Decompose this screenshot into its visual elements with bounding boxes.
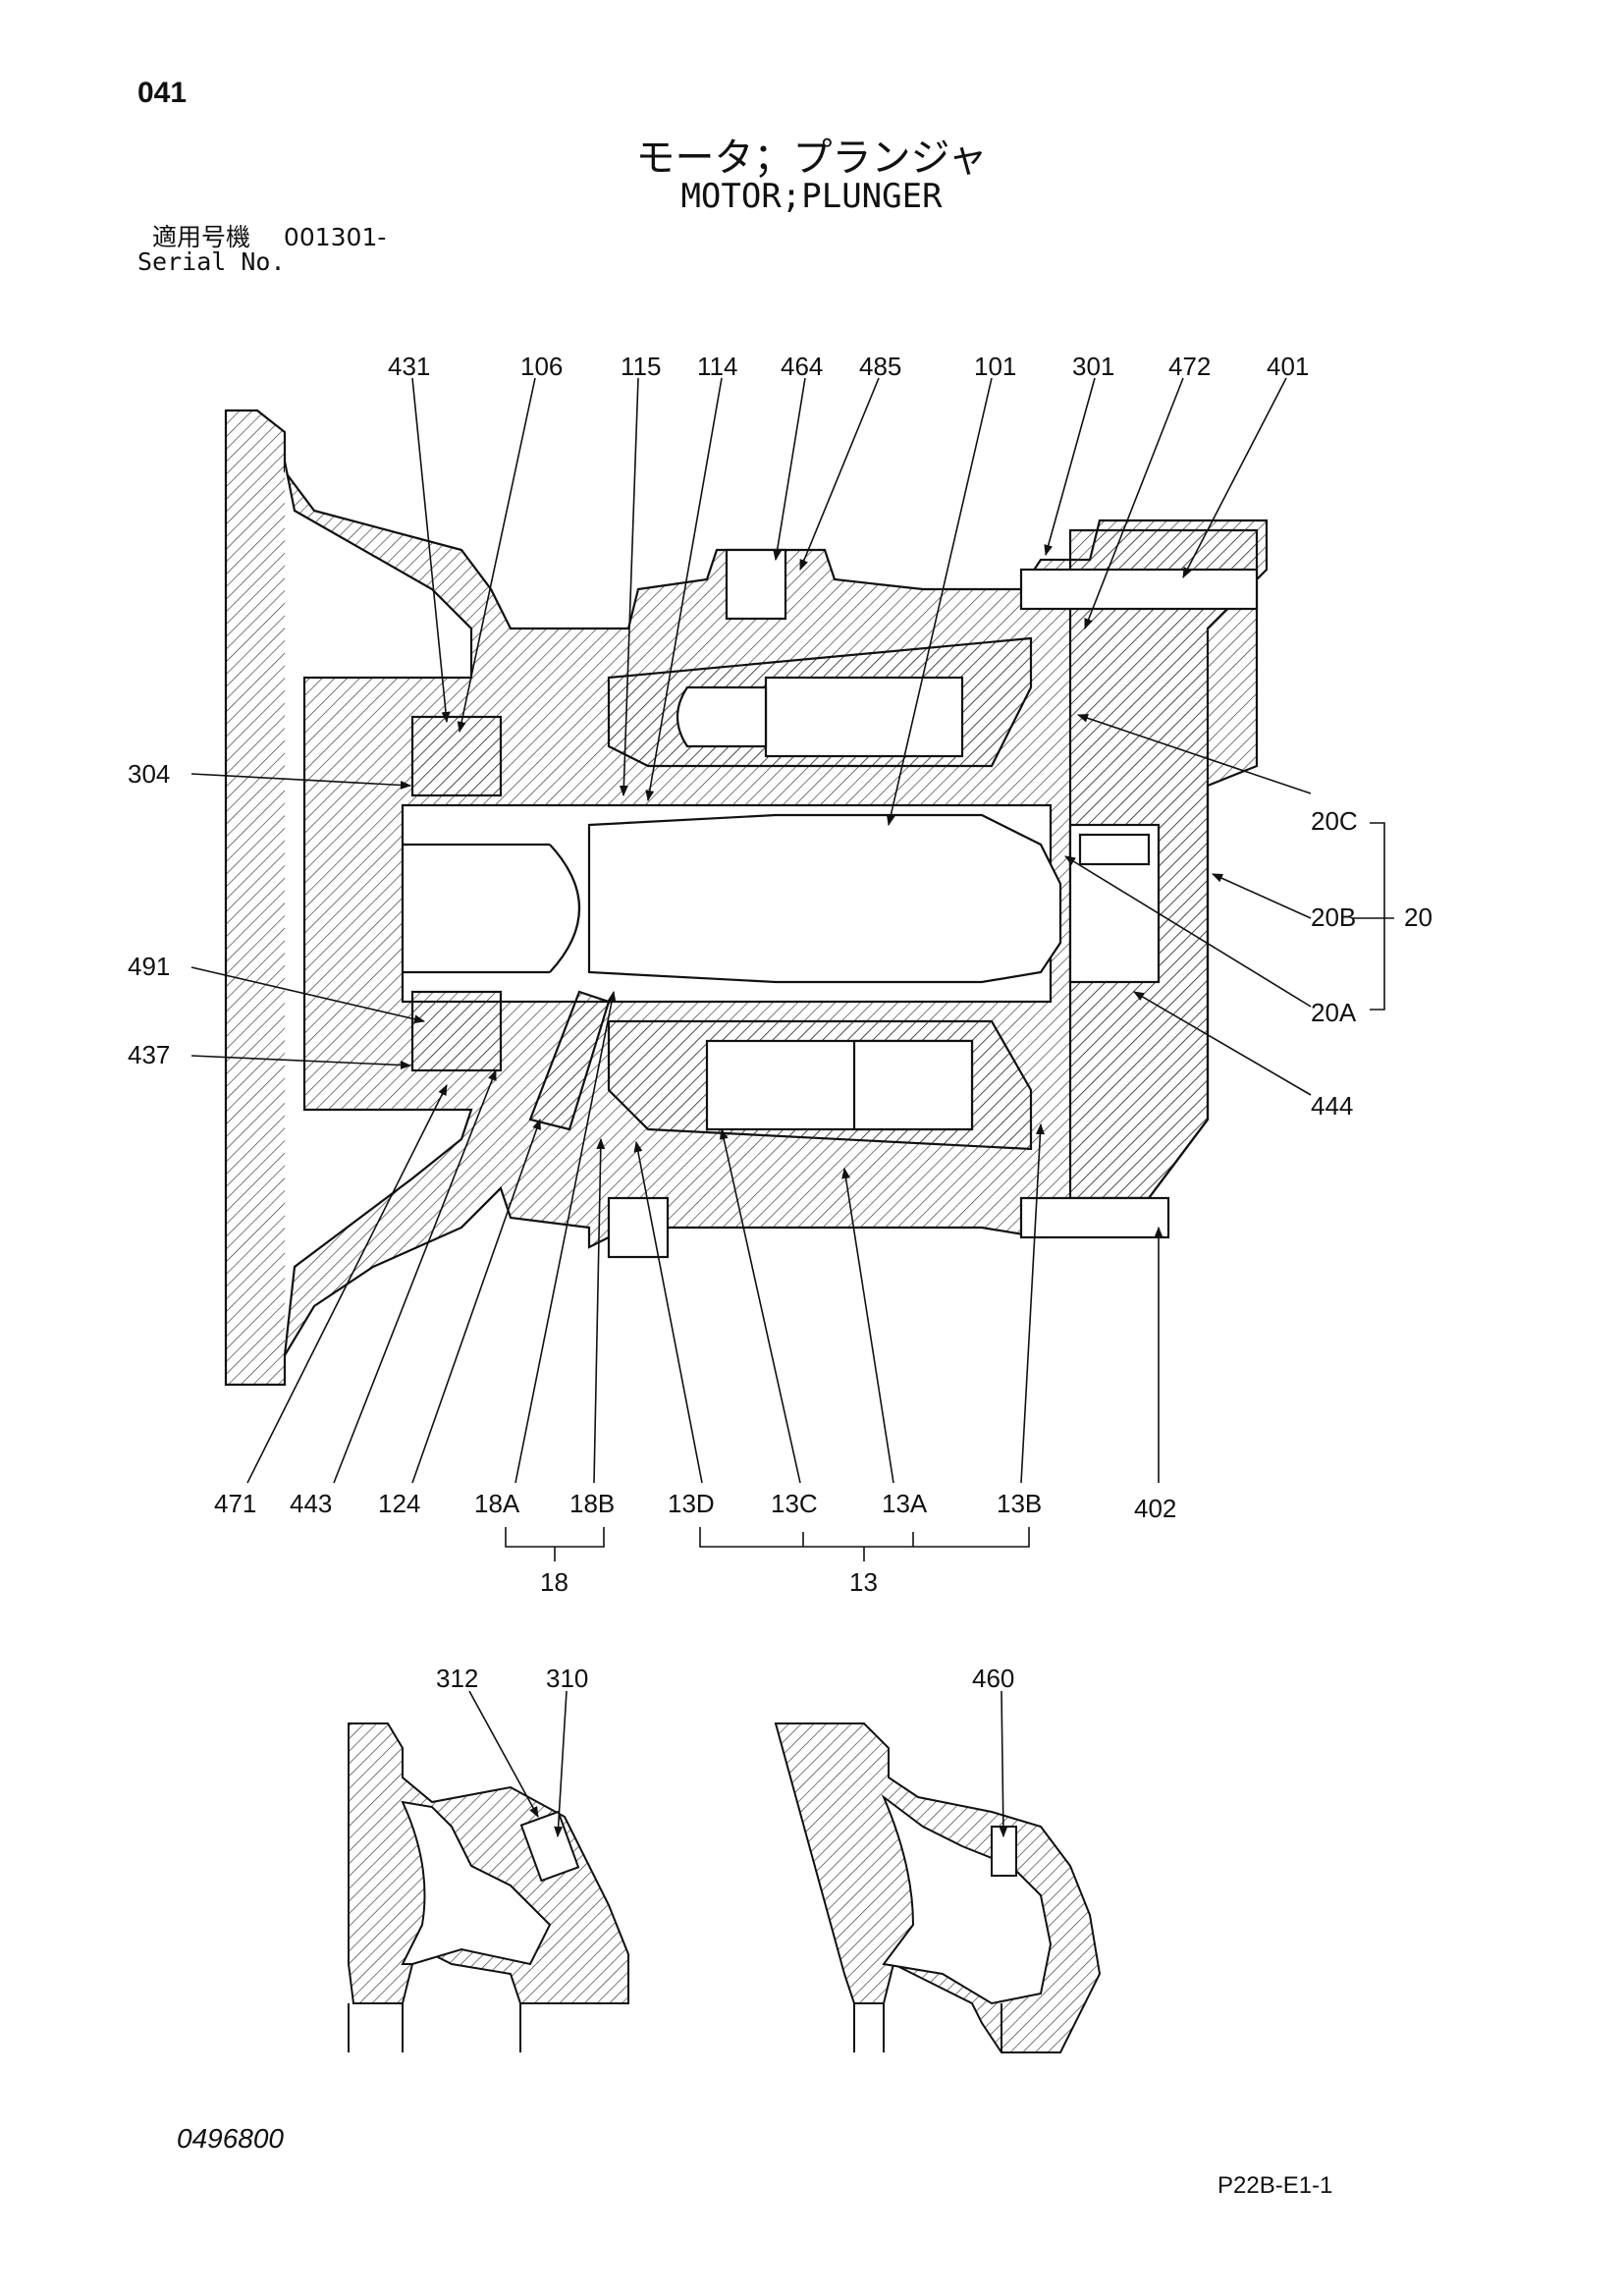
sheet-code: P22B-E1-1 xyxy=(1217,2172,1333,2199)
detail-1-plug xyxy=(519,1810,580,1883)
callout-13d: 13D xyxy=(668,1489,715,1518)
callout-401: 401 xyxy=(1267,352,1309,381)
bearing-lower xyxy=(410,990,503,1072)
leader-lines xyxy=(190,377,1312,1484)
bearing-upper xyxy=(410,715,503,797)
callout-20a: 20A xyxy=(1311,998,1357,1027)
bracket-20 xyxy=(1353,822,1394,1011)
detail-view-2 xyxy=(774,1690,1102,2053)
serial-label-jp-text: 適用号機 xyxy=(152,223,251,251)
callout-group-18: 18 xyxy=(540,1567,568,1597)
bolt-401 xyxy=(1019,568,1259,611)
serial-label-english: Serial No. xyxy=(137,247,286,276)
callout-101: 101 xyxy=(974,352,1016,381)
callout-491: 491 xyxy=(128,952,170,981)
group-brackets xyxy=(505,822,1394,1561)
title-english: MOTOR;PLUNGER xyxy=(680,177,943,216)
plug-464 xyxy=(725,548,787,621)
callout-437: 437 xyxy=(128,1040,170,1069)
callout-18b: 18B xyxy=(569,1489,615,1518)
bolt-402 xyxy=(1019,1196,1170,1239)
callout-304: 304 xyxy=(128,759,170,789)
document-number: 0496800 xyxy=(177,2123,285,2154)
callout-13a: 13A xyxy=(882,1489,928,1518)
plug-lower xyxy=(607,1196,670,1259)
piston-upper-shoe xyxy=(676,685,768,748)
bracket-13 xyxy=(699,1527,1030,1561)
main-sectional-view xyxy=(224,409,1269,1387)
callout-106: 106 xyxy=(520,352,563,381)
bracket-18 xyxy=(505,1527,605,1561)
callout-431: 431 xyxy=(388,352,430,381)
callout-444: 444 xyxy=(1311,1091,1353,1121)
callout-13b: 13B xyxy=(997,1489,1042,1518)
page-number: 041 xyxy=(137,77,188,109)
title-japanese: モータ；プランジャ xyxy=(635,136,988,181)
callout-group-20: 20 xyxy=(1404,902,1433,932)
callout-20c: 20C xyxy=(1311,806,1358,836)
serial-value: 001301- xyxy=(283,223,387,251)
detail-2-cavity xyxy=(881,1793,1053,2005)
callout-402: 402 xyxy=(1134,1494,1176,1523)
piston-lower-rod xyxy=(852,1039,974,1131)
callout-group-13: 13 xyxy=(849,1567,878,1597)
main-callouts: 431 106 115 114 464 485 101 301 472 401 … xyxy=(128,352,1433,1597)
detail-1-casing xyxy=(348,1722,629,2004)
splined-end xyxy=(403,843,580,974)
callout-464: 464 xyxy=(781,352,823,381)
callout-301: 301 xyxy=(1072,352,1114,381)
detail-1-cavity xyxy=(401,1800,552,1966)
callout-472: 472 xyxy=(1168,352,1211,381)
callout-18a: 18A xyxy=(474,1489,520,1518)
callout-124: 124 xyxy=(378,1489,420,1518)
callout-114: 114 xyxy=(697,352,737,381)
callout-312: 312 xyxy=(436,1664,478,1693)
callout-460: 460 xyxy=(972,1664,1014,1693)
callout-13c: 13C xyxy=(771,1489,818,1518)
shaft-101 xyxy=(587,813,1062,984)
callout-20b: 20B xyxy=(1311,902,1356,932)
callout-310: 310 xyxy=(546,1664,588,1693)
callout-485: 485 xyxy=(859,352,901,381)
serial-label-japanese: 適用号機 001301- xyxy=(152,218,386,253)
callout-115: 115 xyxy=(621,352,661,381)
callout-443: 443 xyxy=(290,1489,332,1518)
callout-471: 471 xyxy=(214,1489,256,1518)
valve-cover-pin xyxy=(1078,833,1151,866)
piston-upper xyxy=(764,676,964,758)
detail-view-1 xyxy=(348,1690,629,2052)
